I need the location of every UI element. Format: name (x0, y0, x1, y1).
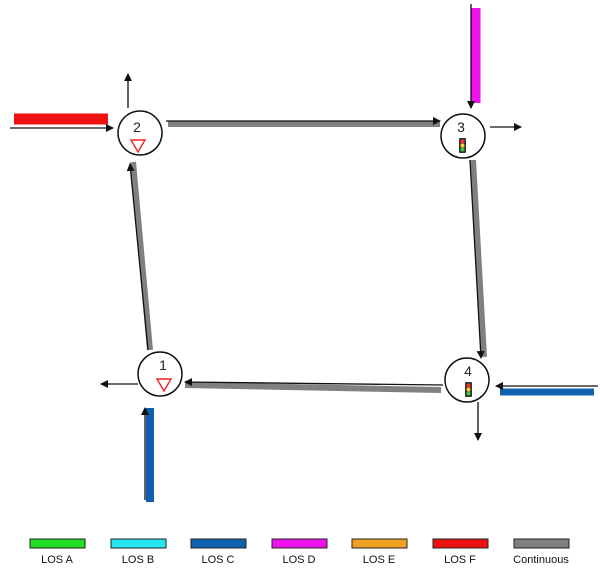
approach-bars (14, 8, 594, 502)
legend-swatch (513, 538, 570, 549)
traffic-signal-icon (465, 382, 472, 397)
link-arrow-4-1 (184, 378, 444, 387)
link-3-4 (470, 159, 487, 358)
legend-label: LOS B (122, 554, 154, 566)
legend-label: Continuous (513, 554, 569, 566)
legend-swatch (351, 538, 408, 549)
legend-swatch (432, 538, 489, 549)
legend-item-los-e: LOS E (351, 538, 408, 566)
legend-item-los-c: LOS C (190, 538, 247, 566)
legend-item-continuous: Continuous (513, 538, 570, 566)
node-3[interactable]: 3 (440, 113, 486, 159)
node-label-1: 1 (159, 357, 167, 373)
traffic-signal-icon (459, 138, 466, 153)
legend-label: LOS C (201, 554, 234, 566)
legend-swatch (110, 538, 167, 549)
legend-item-los-b: LOS B (110, 538, 167, 566)
node-2[interactable]: 2 (117, 110, 163, 156)
legend-label: LOS A (41, 554, 73, 566)
node-label-4: 4 (464, 363, 472, 379)
node-label-3: 3 (457, 119, 465, 135)
node-1[interactable]: 1 (137, 351, 183, 397)
legend-item-los-a: LOS A (29, 538, 86, 566)
yield-icon (155, 378, 173, 393)
flow-arrows (10, 4, 598, 500)
legend-item-los-f: LOS F (432, 538, 489, 566)
legend-label: LOS D (282, 554, 315, 566)
yield-icon (129, 139, 147, 154)
legend-item-los-d: LOS D (271, 538, 328, 566)
legend-swatch (271, 538, 328, 549)
legend: LOS A LOS B LOS C LOS D LOS E LOS F Cont… (29, 538, 570, 566)
link-arrow-1-2 (126, 163, 149, 351)
node-4[interactable]: 4 (444, 357, 490, 403)
legend-swatch (29, 538, 86, 549)
legend-label: LOS E (363, 554, 395, 566)
link-1-2 (130, 161, 153, 351)
legend-label: LOS F (444, 554, 476, 566)
legend-swatch (190, 538, 247, 549)
link-4-1 (184, 382, 442, 393)
node-label-2: 2 (133, 119, 141, 135)
link-bars (130, 121, 487, 393)
link-arrow-3-4 (469, 159, 485, 359)
